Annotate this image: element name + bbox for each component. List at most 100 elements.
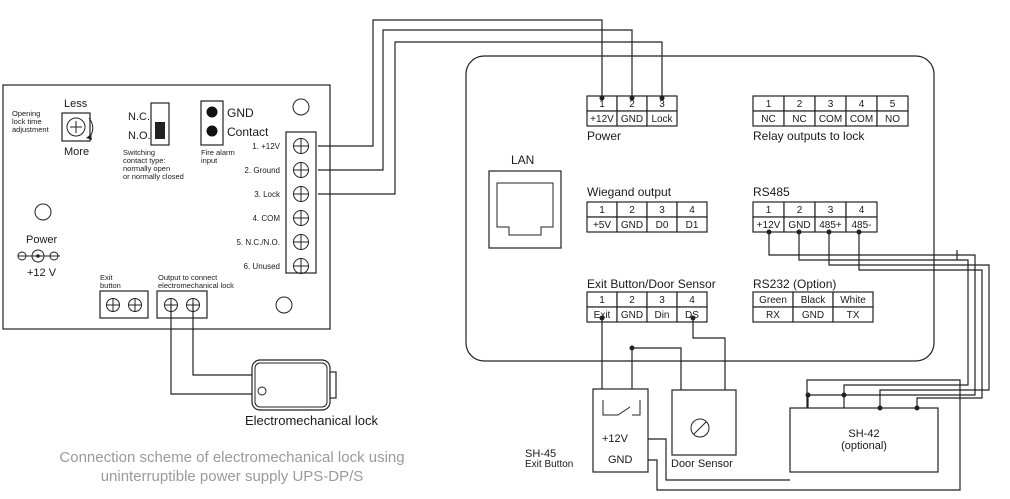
exit-connector-top-1: 1: [599, 295, 605, 306]
power-connector-pin-3: Lock: [651, 114, 673, 125]
wiegand-connector-pin-4: D1: [686, 220, 699, 231]
wire-junctions: [599, 95, 920, 411]
lock-time-label-2: lock time: [12, 117, 42, 126]
relay-connector-top-3: 3: [828, 99, 834, 110]
relay-connector-pin-3: COM: [819, 114, 842, 125]
relay-connector-pin-4: COM: [850, 114, 873, 125]
rs232-connector-pin-3: TX: [847, 310, 860, 321]
door-sensor-label: Door Sensor: [671, 458, 733, 470]
relay-connector-pin-1: NC: [761, 114, 775, 125]
terminal-screw[interactable]: [293, 186, 309, 202]
nc-label: N.C.: [128, 111, 150, 123]
exit-connector-pin-4: DS: [685, 310, 699, 321]
less-label: Less: [64, 98, 88, 110]
power-connector-title: Power: [587, 129, 621, 143]
caption-line-1: Connection scheme of electromechanical l…: [59, 449, 404, 466]
terminal-screw[interactable]: [293, 210, 309, 226]
lock-label: Electromechanical lock: [245, 413, 378, 428]
relay-connector-pin-5: NO: [885, 114, 900, 125]
rs485-connector-pin-1: +12V: [757, 220, 781, 231]
rs485-connector-top-1: 1: [766, 205, 772, 216]
power-connector-pin-1: +12V: [590, 114, 614, 125]
lock-time-label-3: adjustment: [12, 125, 50, 134]
terminal-label: 1. +12V: [252, 142, 280, 151]
lan-label: LAN: [511, 153, 534, 167]
terminal-screw[interactable]: [293, 258, 309, 274]
sh42-device: [789, 407, 939, 473]
rs485-connector-top-2: 2: [797, 205, 803, 216]
exit-connector-top-4: 4: [689, 295, 695, 306]
sh45-exit-button: [592, 388, 649, 473]
rs232-connector-top-1: Green: [759, 295, 787, 306]
lock-wire: [192, 303, 255, 376]
terminal-label: 5. N.C./N.O.: [236, 238, 280, 247]
rs232-connector-pin-1: RX: [766, 310, 780, 321]
switch-desc-3: normally open: [123, 164, 170, 173]
exit-connector: Exit Button/Door Sensor1Exit2GND3Din4DS: [586, 277, 716, 323]
exit-connector-pin-1: Exit: [594, 310, 611, 321]
power-connector-top-2: 2: [629, 99, 635, 110]
switch-desc-1: Switching: [123, 148, 155, 157]
terminal-label: 2. Ground: [244, 166, 280, 175]
wiegand-connector-top-2: 2: [629, 205, 635, 216]
exit-connector-title: Exit Button/Door Sensor: [587, 277, 716, 291]
wiring: [318, 19, 990, 491]
rs485-connector-pin-4: 485-: [851, 220, 871, 231]
lan-port-icon[interactable]: [488, 170, 562, 249]
relay-connector-top-5: 5: [890, 99, 896, 110]
exit-button-label-2: button: [100, 281, 121, 290]
fire-alarm-label-2: input: [201, 156, 218, 165]
relay-connector-top-4: 4: [859, 99, 865, 110]
terminal-screw[interactable]: [293, 162, 309, 178]
rs485-connector-top-3: 3: [828, 205, 834, 216]
electromechanical-lock-icon: [251, 359, 337, 411]
relay-connector-pin-2: NC: [792, 114, 806, 125]
contact-label: Contact: [227, 125, 269, 139]
output-lock-label-2: electromechanical lock: [158, 281, 234, 290]
wiegand-connector-pin-2: GND: [621, 220, 643, 231]
rs485-connector-top-4: 4: [859, 205, 865, 216]
wiegand-connector-pin-3: D0: [656, 220, 669, 231]
sh42-name: SH-42: [848, 428, 879, 440]
gnd-label: GND: [227, 106, 254, 120]
wiegand-connector-top-1: 1: [599, 205, 605, 216]
rs485-connector-title: RS485: [753, 185, 790, 199]
exit-button-screw[interactable]: [128, 298, 142, 312]
relay-connector-title: Relay outputs to lock: [753, 129, 865, 143]
door-sensor-icon: [671, 389, 737, 456]
exit-button-label-1: Exit: [100, 273, 113, 282]
terminal-screw[interactable]: [293, 138, 309, 154]
fire-alarm-input: [200, 100, 224, 146]
sh42-sub: (optional): [841, 440, 887, 452]
output-lock-label-1: Output to connect: [158, 273, 218, 282]
exit-connector-pin-3: Din: [654, 310, 669, 321]
rs232-connector-top-2: Black: [801, 295, 826, 306]
terminal-screw[interactable]: [293, 234, 309, 250]
exit-button-screw[interactable]: [106, 298, 120, 312]
wiegand-connector-top-4: 4: [689, 205, 695, 216]
exit-connector-top-3: 3: [659, 295, 665, 306]
mounting-hole: [275, 296, 293, 314]
lock-time-potentiometer[interactable]: [61, 112, 94, 142]
relay-connector-top-1: 1: [766, 99, 772, 110]
sh45-gnd: GND: [608, 454, 633, 466]
contact-type-switch[interactable]: [150, 102, 170, 146]
rs485-connector-pin-2: GND: [788, 220, 810, 231]
mounting-hole: [292, 98, 310, 116]
switch-desc-2: contact type:: [123, 156, 166, 165]
sh45-sub: Exit Button: [525, 459, 573, 470]
rs485-connector-pin-3: 485+: [819, 220, 842, 231]
exit-connector-pin-2: GND: [621, 310, 643, 321]
relay-connector-top-2: 2: [797, 99, 803, 110]
power-connector-top-3: 3: [659, 99, 665, 110]
caption-line-2: uninterruptible power supply UPS-DP/S: [101, 468, 364, 485]
power-jack-icon: [17, 249, 60, 263]
lock-time-label-1: Opening: [12, 109, 40, 118]
power-connector-pin-2: GND: [621, 114, 643, 125]
